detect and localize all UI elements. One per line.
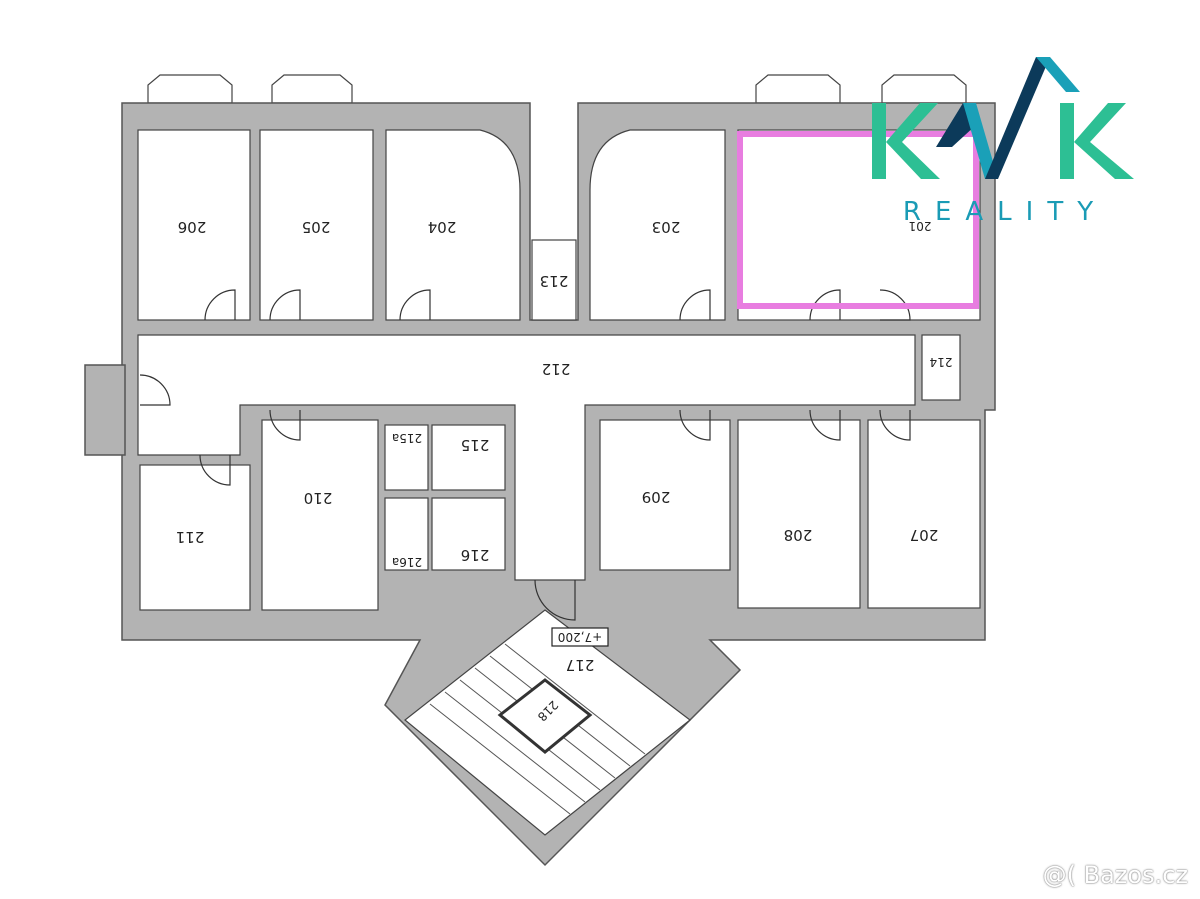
- staircase: [404, 609, 691, 836]
- doors: [139, 289, 911, 621]
- label-204: 204: [428, 218, 457, 236]
- label-206: 206: [178, 218, 207, 236]
- label-205: 205: [302, 218, 331, 236]
- label-203: 203: [652, 218, 681, 236]
- label-207: 207: [910, 526, 939, 544]
- kvk-reality-logo: REALITY: [872, 57, 1134, 227]
- rooms: [137, 129, 981, 611]
- label-211: 211: [176, 528, 205, 546]
- label-201: 201: [909, 219, 932, 233]
- watermark: @( Bazos.cz: [1042, 861, 1188, 889]
- label-214: 214: [930, 355, 953, 369]
- label-216a: 216a: [392, 555, 422, 569]
- label-215a: 215a: [392, 431, 422, 445]
- label-217: 217: [566, 656, 595, 674]
- room-labels: 206 205 204 213 203 201 212 214 215a 215…: [176, 218, 953, 724]
- label-209: 209: [642, 488, 671, 506]
- bay-windows: [147, 74, 967, 104]
- label-215: 215: [461, 436, 490, 454]
- label-213: 213: [540, 272, 569, 290]
- label-210: 210: [304, 489, 333, 507]
- label-212: 212: [542, 360, 571, 378]
- label-208: 208: [784, 526, 813, 544]
- label-216: 216: [461, 546, 490, 564]
- logo-text: REALITY: [903, 197, 1107, 227]
- highlight-room-201: [737, 131, 979, 309]
- label-elevation: +7,200: [558, 630, 602, 644]
